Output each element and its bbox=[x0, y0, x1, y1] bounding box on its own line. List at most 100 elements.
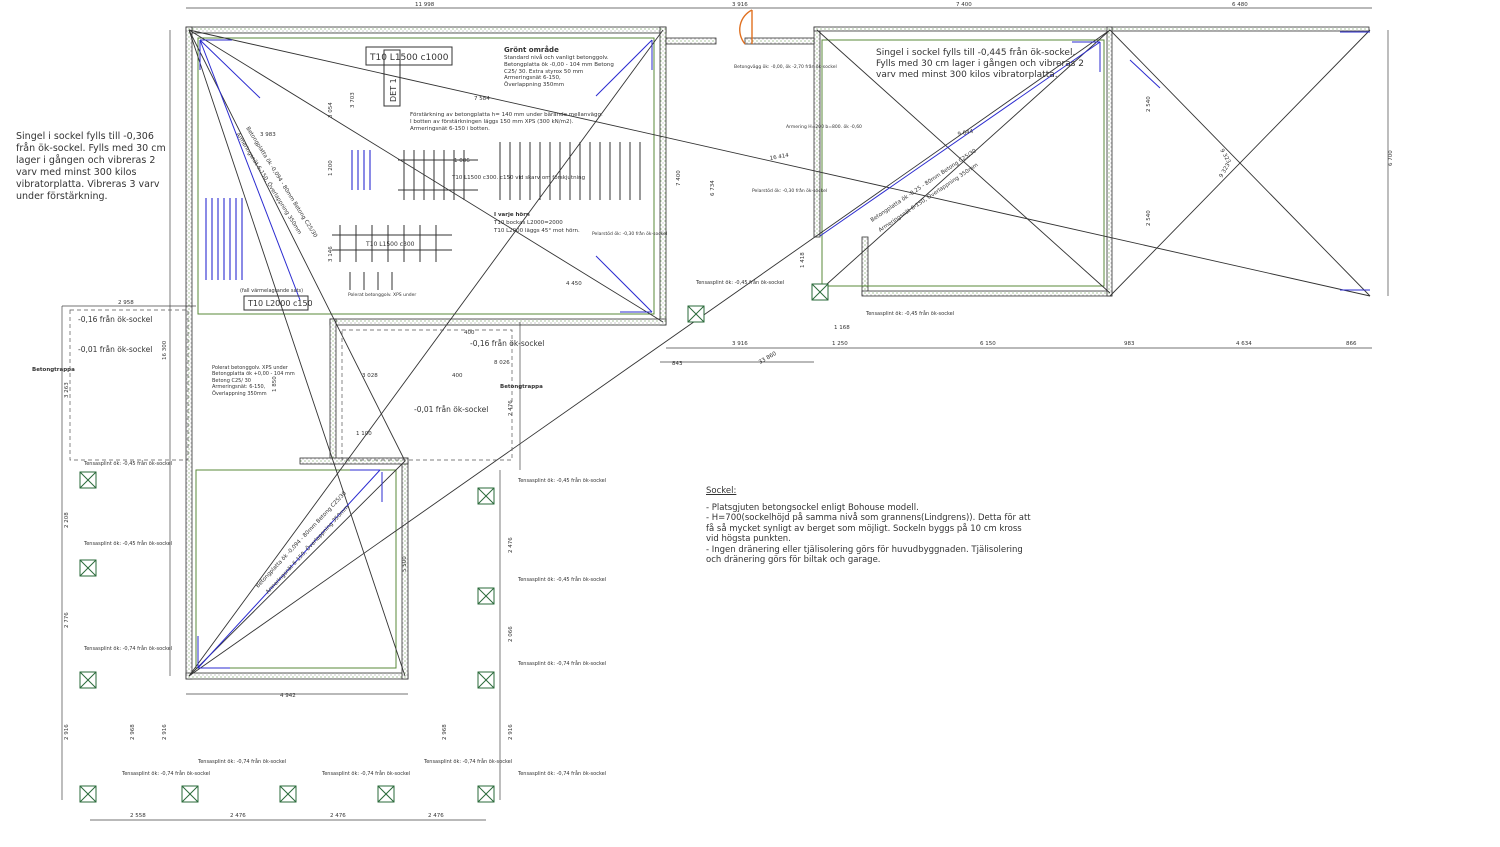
main-house-walls bbox=[185, 26, 667, 680]
det-label: DET 1 bbox=[389, 78, 398, 102]
dim-text: 1 850 bbox=[272, 376, 278, 392]
note-line: vibratorplatta. Vibreras 3 varv bbox=[16, 179, 160, 190]
plinth-label: Tensasplint ök: -0,45 från ök-sockel bbox=[865, 310, 954, 317]
dim-text: 7 400 bbox=[676, 170, 682, 186]
note-line: Överlappning 350mm bbox=[504, 82, 565, 89]
dim-text: 33 860 bbox=[758, 351, 778, 366]
dim-text: 6 150 bbox=[980, 341, 996, 347]
dim-text: 8 026 bbox=[494, 360, 510, 366]
note-line: varv med minst 300 kilos vibratorplatta. bbox=[876, 70, 1058, 80]
plinth-label: Tensasplint ök: -0,74 från ök-sockel bbox=[517, 770, 606, 777]
dim-text: 2 916 bbox=[508, 724, 514, 740]
note-line: Armeringsnät: 6-150, bbox=[212, 384, 266, 391]
polished-left-note: Polerat betonggolv. XPS under Betongplat… bbox=[212, 365, 295, 397]
sockel-note: Sockel: - Platsgjuten betongsockel enlig… bbox=[706, 486, 1031, 566]
note-line: Betong C25/ 30 bbox=[212, 377, 251, 384]
rebar-ladders bbox=[332, 142, 641, 290]
note-line: I varje hörn bbox=[494, 212, 530, 218]
dim-text: 7 584 bbox=[474, 96, 490, 102]
rebar-label-mid2: T10 L1500 c300. c150 vid skarv om förskj… bbox=[451, 175, 585, 181]
right-gravel-note: Singel i sockel fylls till -0,445 från ö… bbox=[876, 48, 1084, 81]
note-line: Fylls med 30 cm lager i gången och vibre… bbox=[876, 59, 1085, 69]
level-label-016-b: -0,16 från ök-sockel bbox=[470, 339, 544, 348]
dim-text: 2 968 bbox=[442, 724, 448, 740]
note-line: från ök-sockel. Fylls med 30 cm bbox=[16, 143, 166, 154]
diag-slab-right: Betongplatta ök -0,25 - 80mm Betong C25/… bbox=[870, 148, 978, 224]
reinforcement-note: Förstärkning av betongplatta h= 140 mm u… bbox=[410, 112, 603, 132]
dim-text: 7 400 bbox=[956, 2, 972, 8]
plinth-label: Tensasplint ök: -0,45 från ök-sockel bbox=[517, 477, 606, 484]
door-swing-arc bbox=[739, 9, 753, 45]
note-line: Polerat betonggolv. XPS under bbox=[212, 365, 288, 371]
det-box bbox=[383, 49, 401, 107]
pelarstod-label: Pelarstöd ök: -0,30 från ök-sockel bbox=[592, 230, 667, 237]
diagonal-lines bbox=[188, 29, 1371, 677]
rebar-label-box-top bbox=[365, 46, 453, 66]
note-line: C25/ 30. Extra styrox 50 mm bbox=[504, 68, 584, 75]
dim-text: 1 250 bbox=[832, 341, 848, 347]
dim-text: 400 bbox=[464, 330, 475, 336]
plinth-label: Tensasplint ök: -0,74 från ök-sockel bbox=[321, 770, 410, 777]
rebar-label-left: T10 L2000 c150 bbox=[247, 299, 313, 308]
sockel-title: Sockel: bbox=[706, 486, 737, 496]
diag-slab-left: Betongplatta ök -0,094 - 80mm Betong C25… bbox=[244, 126, 318, 239]
diag-slab-bottom-2: Armeringsnät 6-150, Överlappning 350mm bbox=[264, 504, 350, 596]
plinth-labels: Tensasplint ök: -0,45 från ök-sockel Ten… bbox=[83, 279, 954, 777]
ok-270-label: Betongvägg ök: -0,00, ök -2,70 från ök-s… bbox=[734, 63, 837, 70]
note-line: Överlappning 350mm bbox=[212, 390, 267, 397]
plinth-label: Tensasplint ök: -0,45 från ök-sockel bbox=[517, 576, 606, 583]
dim-text: 1 200 bbox=[328, 160, 334, 176]
dim-text: 11 998 bbox=[415, 2, 435, 8]
slab-outlines bbox=[195, 37, 1105, 669]
garage-walls bbox=[813, 26, 1370, 297]
note-line: Förstärkning av betongplatta h= 140 mm u… bbox=[410, 112, 603, 118]
note-line: - Platsgjuten betongsockel enligt Bohous… bbox=[706, 502, 919, 513]
note-line: T10 bockas L2000=2000 bbox=[494, 220, 563, 226]
dim-text: 2 476 bbox=[428, 813, 444, 819]
note-line: Singel i sockel fylls till -0,445 från ö… bbox=[876, 48, 1076, 58]
corner-note: I varje hörn T10 bockas L2000=2000 T10 L… bbox=[494, 211, 580, 235]
diag-slab-right-2: Armeringsnät 6-150, Överlappning 350mm bbox=[877, 162, 979, 234]
note-line: vid högsta punkten. bbox=[706, 534, 791, 544]
plinth-label: Tensasplint ök: -0,45 från ök-sockel bbox=[83, 460, 172, 467]
plinth-label: Tensasplint ök: -0,74 från ök-sockel bbox=[121, 770, 210, 777]
dim-text: 2 916 bbox=[64, 724, 70, 740]
dim-text: 1 086 bbox=[454, 158, 470, 164]
note-line: Armeringsnät 6-150 i botten. bbox=[410, 125, 490, 132]
armering-h-label: Armering H=200 b=800. ök -0,60 bbox=[786, 124, 862, 130]
note-line: Armeringsnät 6-150, bbox=[504, 75, 561, 82]
note-line: - Ingen dränering eller tjälisolering gö… bbox=[706, 544, 1023, 555]
dim-text: 866 bbox=[1346, 341, 1357, 347]
dimension-texts: 11 998 3 916 7 400 6 480 3 916 1 250 6 1… bbox=[64, 2, 1394, 819]
dim-text: 6 734 bbox=[710, 180, 716, 196]
note-line: I botten av förstärkningen läggs 150 mm … bbox=[410, 118, 574, 125]
dim-text: 983 bbox=[1124, 341, 1135, 347]
plinth-label: Tensasplint ök: -0,74 från ök-sockel bbox=[197, 758, 286, 765]
betongtrappa-label-a: Betongtrappa bbox=[32, 367, 75, 373]
betongtrappa-label-b: Betongtrappa bbox=[500, 384, 543, 390]
dim-text: 2 476 bbox=[508, 537, 514, 553]
dim-text: 6 480 bbox=[1232, 2, 1248, 8]
plinth-label: Tensasplint ök: -0,74 från ök-sockel bbox=[83, 645, 172, 652]
stair-rebar bbox=[205, 150, 371, 280]
note-line: få så mycket synligt av berget som möjli… bbox=[706, 523, 1022, 534]
dim-text: 1 418 bbox=[800, 252, 806, 268]
note-line: varv med minst 300 kilos bbox=[16, 167, 137, 178]
plinth-label: Tensasplint ök: -0,45 från ök-sockel bbox=[695, 279, 784, 286]
dim-text: 3 146 bbox=[328, 246, 334, 262]
level-label-001-b: -0,01 från ök-sockel bbox=[414, 405, 488, 414]
note-line: Betongplatta ök +0,00 - 104 mm bbox=[212, 371, 295, 378]
note-line: Singel i sockel fylls till -0,306 bbox=[16, 131, 154, 142]
dim-text: 4 634 bbox=[1236, 341, 1252, 347]
dim-text: 9 044 bbox=[957, 129, 974, 138]
dim-text: 400 bbox=[452, 373, 463, 379]
dim-text: 2 958 bbox=[118, 300, 134, 306]
dimension-lines bbox=[61, 7, 1389, 821]
rebar-blue bbox=[197, 31, 1370, 669]
level-label-001-a: -0,01 från ök-sockel bbox=[78, 345, 152, 354]
dashed-outlines bbox=[69, 309, 513, 461]
note-line: och dränering görs för biltak och garage… bbox=[706, 555, 881, 565]
stair-note: (fall värmelagrande sats) bbox=[240, 288, 303, 294]
dim-text: 2 476 bbox=[508, 400, 514, 416]
